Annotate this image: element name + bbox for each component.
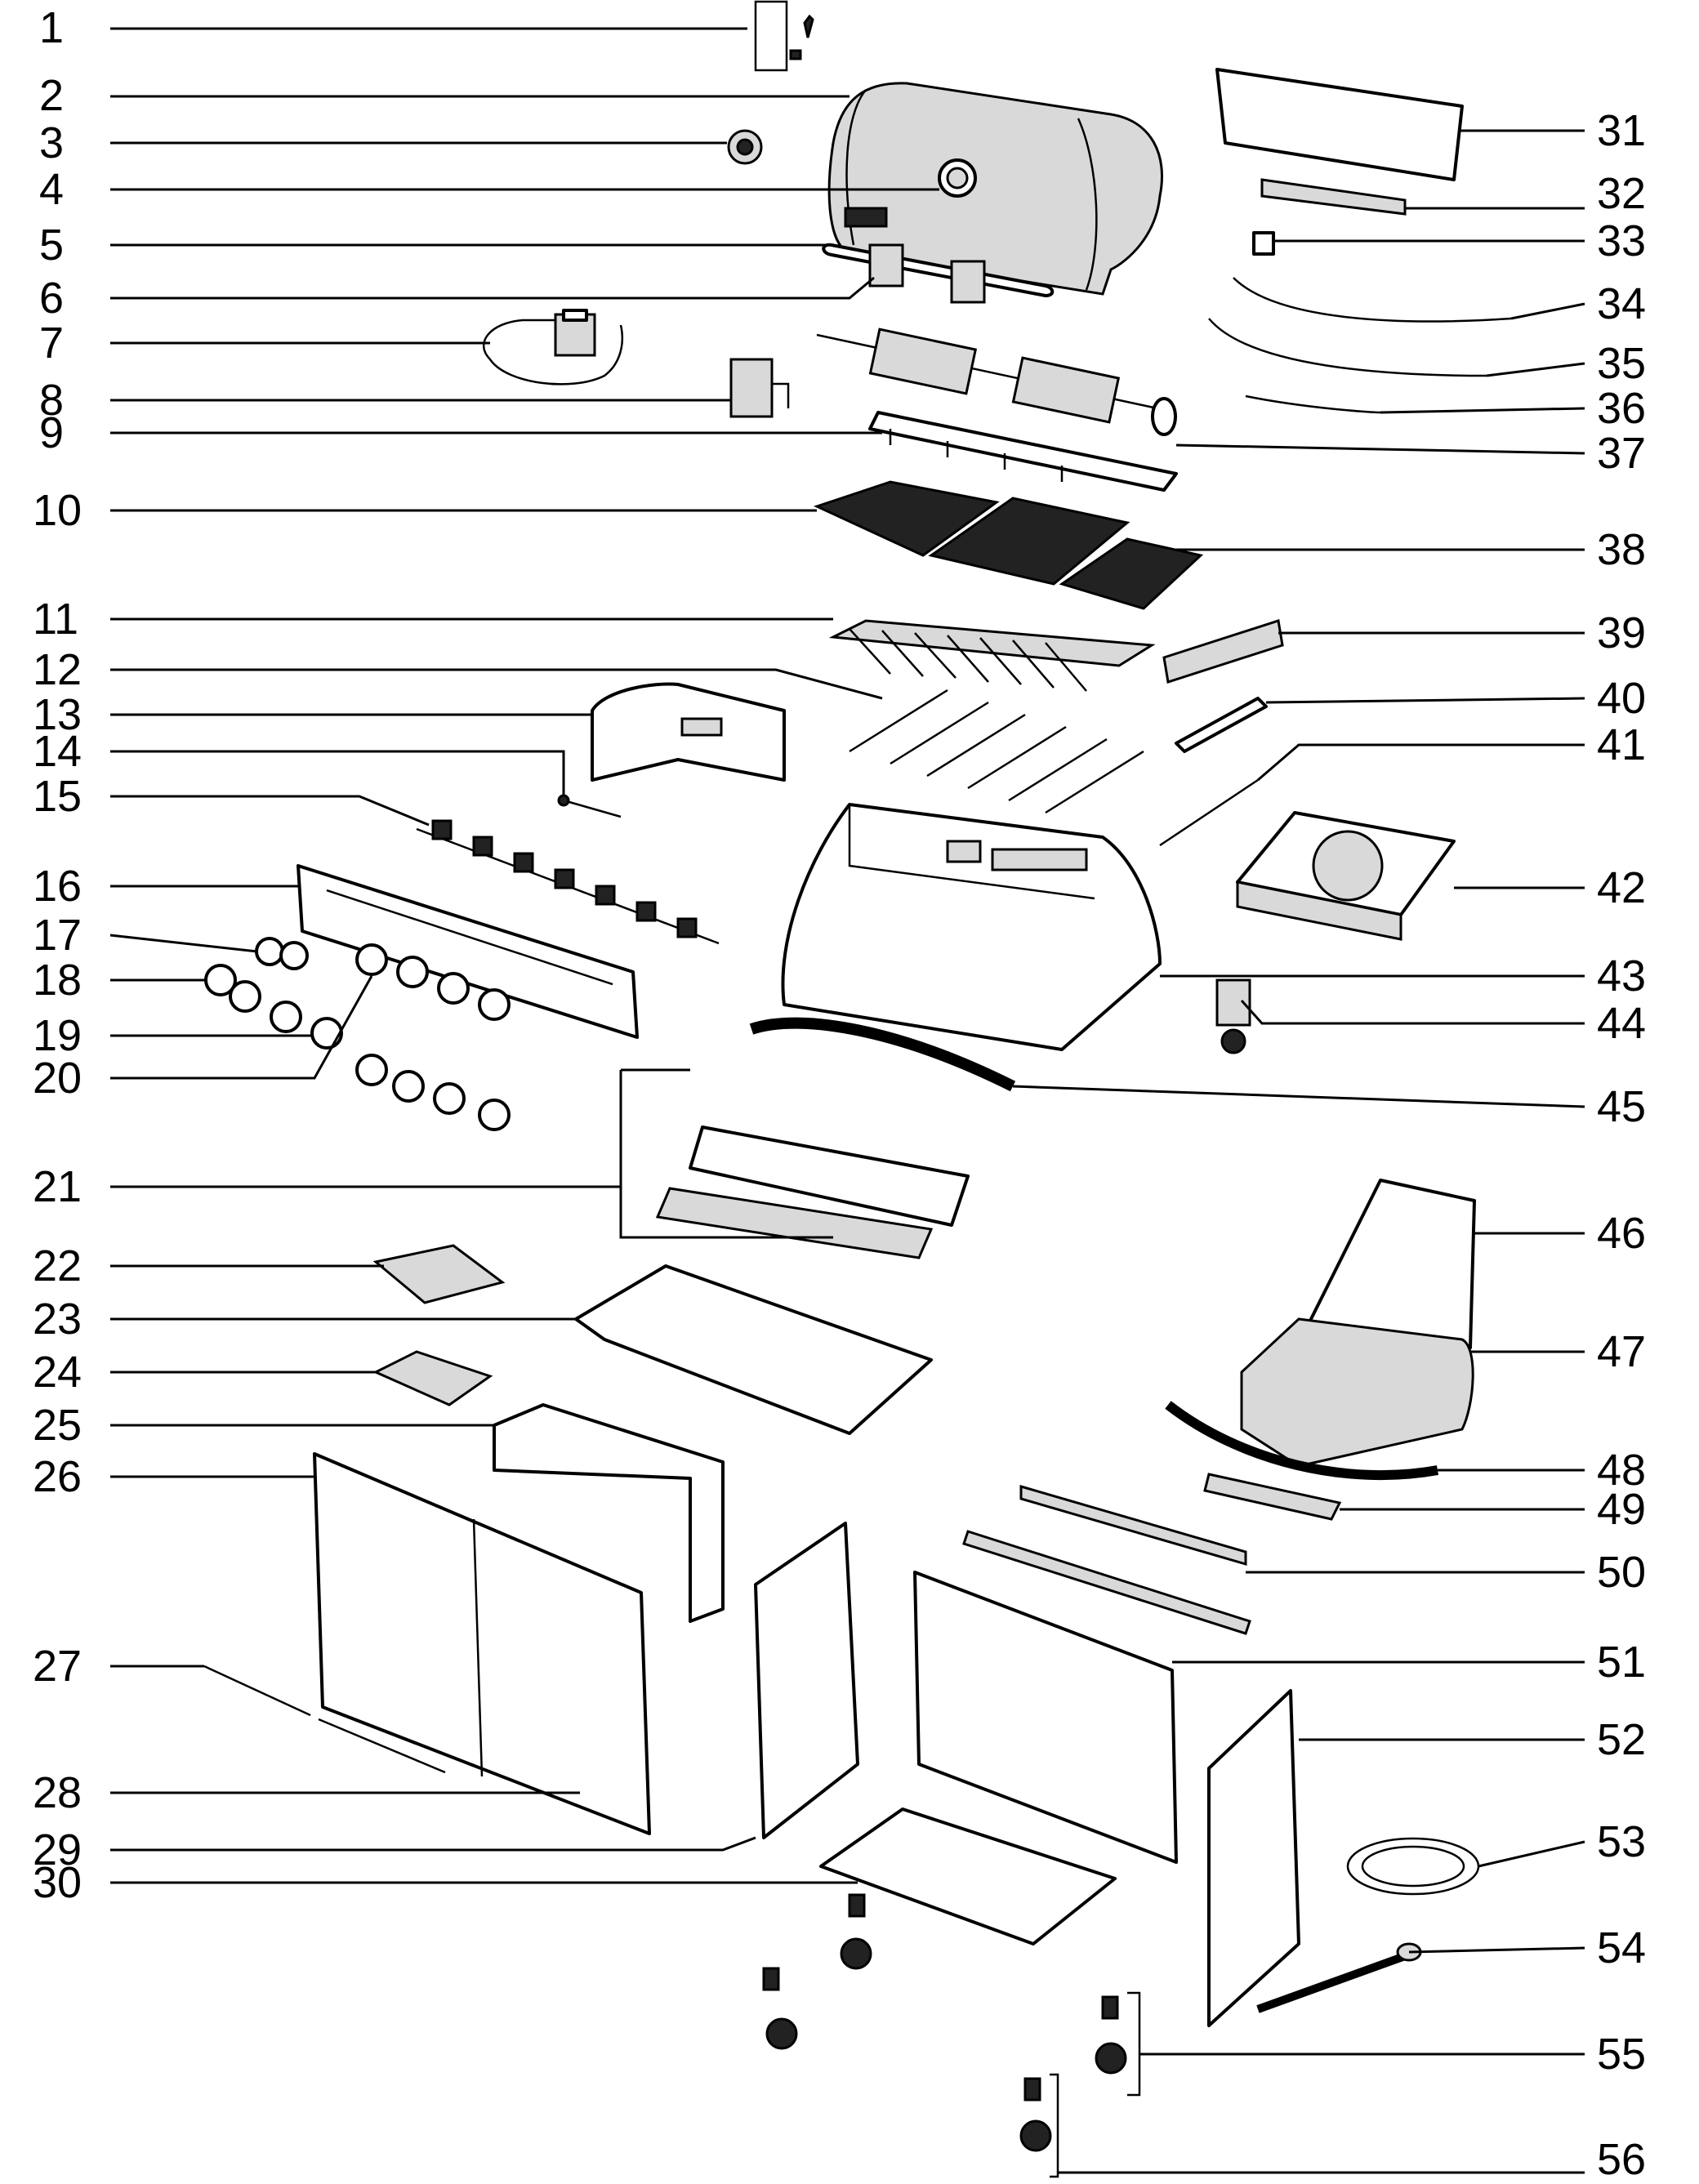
- callout-34: 34: [1597, 279, 1646, 328]
- callout-6: 6: [39, 274, 64, 323]
- callout-7: 7: [39, 319, 64, 368]
- callout-16: 16: [33, 862, 82, 911]
- part-42-side-burner: [1236, 811, 1456, 941]
- part-24-catch-pan: [372, 1350, 493, 1406]
- part-16-control-panel: [297, 864, 639, 1039]
- part-43-cookbox: [781, 803, 1162, 1051]
- part-23-bottom-tray: [574, 1264, 933, 1435]
- part-29-left-side-panel: [754, 1522, 859, 1839]
- callout-48: 48: [1597, 1446, 1646, 1495]
- callout-15: 15: [33, 772, 82, 821]
- callout-41: 41: [1597, 720, 1646, 769]
- part-49-50-rails: [962, 1473, 1342, 1635]
- callout-28: 28: [33, 1768, 82, 1817]
- callout-17: 17: [33, 911, 82, 960]
- callout-39: 39: [1597, 608, 1646, 657]
- callouts-right: 31 32 33 34 35 36 37 38 39 40 41 42 43 4…: [1597, 106, 1646, 2184]
- callout-53: 53: [1597, 1817, 1646, 1866]
- callout-36: 36: [1597, 384, 1646, 433]
- callout-44: 44: [1597, 999, 1646, 1048]
- part-7-ignition: [482, 309, 624, 386]
- callout-54: 54: [1597, 1923, 1646, 1972]
- part-44-regulator: [1215, 978, 1251, 1054]
- leader-lines: [109, 27, 1585, 2174]
- part-5-6-handle: [822, 243, 1055, 304]
- part-13-heat-shield: [591, 682, 786, 782]
- part-1-screws: [754, 0, 814, 72]
- part-2-lid: [827, 82, 1163, 296]
- part-12-burner-tubes: [849, 689, 1144, 814]
- part-17-20-knobs: [204, 937, 511, 1131]
- callout-47: 47: [1597, 1327, 1646, 1376]
- callout-32: 32: [1597, 169, 1646, 218]
- callout-31: 31: [1597, 106, 1646, 155]
- callout-26: 26: [33, 1452, 82, 1501]
- part-45-gas-line: [749, 1017, 1016, 1092]
- part-37-spit: [816, 328, 1177, 436]
- part-53-gas-hose: [1346, 1837, 1480, 1896]
- callout-50: 50: [1597, 1548, 1646, 1597]
- callout-9: 9: [39, 408, 64, 457]
- callout-20: 20: [33, 1054, 82, 1103]
- callout-55: 55: [1597, 2030, 1646, 2079]
- callout-4: 4: [39, 165, 64, 214]
- part-10-38-cooking-grids: [813, 480, 1204, 610]
- callout-46: 46: [1597, 1209, 1646, 1258]
- callout-56: 56: [1597, 2135, 1646, 2184]
- part-31-36-side-parts: [1208, 68, 1512, 414]
- callout-1: 1: [39, 3, 64, 52]
- part-26-doors: [313, 1452, 651, 1835]
- part-15-valves: [416, 819, 720, 945]
- callout-13: 13: [33, 690, 82, 739]
- callout-27: 27: [33, 1642, 82, 1691]
- callout-5: 5: [39, 221, 64, 270]
- callout-43: 43: [1597, 952, 1646, 1001]
- callout-51: 51: [1597, 1638, 1646, 1687]
- part-9-warming-rack: [868, 411, 1178, 492]
- callout-22: 22: [33, 1241, 82, 1290]
- part-21-manifold-brackets: [655, 1125, 970, 1259]
- callout-21: 21: [33, 1162, 82, 1211]
- part-55-56-casters: [762, 1893, 1141, 2178]
- callout-11: 11: [33, 595, 78, 644]
- callout-2: 2: [39, 71, 64, 120]
- part-11-flavorizer-bars: [828, 619, 1156, 692]
- callouts-left: 1 2 3 4 5 6 7 8 9 10 11 12 13 14 15 16 1…: [33, 3, 82, 1907]
- callout-33: 33: [1597, 216, 1646, 265]
- part-8-bracket: [729, 358, 790, 418]
- part-27-door-handles: [203, 1665, 446, 1774]
- part-22-drip-tray: [372, 1244, 506, 1304]
- part-30-bottom-shelf: [819, 1807, 1117, 1946]
- callout-45: 45: [1597, 1082, 1646, 1131]
- part-48-hose: [1165, 1401, 1439, 1481]
- callout-40: 40: [1597, 674, 1646, 723]
- part-46-47-side-burner-box: [1240, 1179, 1476, 1468]
- callout-12: 12: [33, 645, 82, 694]
- callout-35: 35: [1597, 339, 1646, 388]
- callout-42: 42: [1597, 863, 1646, 912]
- callout-29: 29: [33, 1825, 82, 1874]
- callout-25: 25: [33, 1401, 82, 1450]
- part-51-rear-panel: [913, 1571, 1178, 1864]
- callout-37: 37: [1597, 429, 1646, 478]
- part-3-bezel: [727, 129, 763, 165]
- part-52-right-side-panel: [1207, 1689, 1300, 2027]
- callout-38: 38: [1597, 525, 1646, 574]
- callout-19: 19: [33, 1011, 82, 1060]
- callout-23: 23: [33, 1295, 82, 1344]
- callout-52: 52: [1597, 1715, 1646, 1764]
- callout-3: 3: [39, 118, 64, 167]
- callout-49: 49: [1597, 1485, 1646, 1534]
- callout-14: 14: [33, 727, 82, 776]
- callout-18: 18: [33, 956, 82, 1005]
- callout-8: 8: [39, 376, 64, 425]
- callout-30: 30: [33, 1858, 82, 1907]
- part-39-41-side-parts: [1159, 619, 1284, 847]
- part-4-thermometer: [938, 158, 977, 198]
- callout-24: 24: [33, 1348, 82, 1397]
- part-25-frame-panel: [493, 1403, 725, 1623]
- callout-10: 10: [33, 486, 82, 535]
- part-14-electrode: [557, 794, 622, 818]
